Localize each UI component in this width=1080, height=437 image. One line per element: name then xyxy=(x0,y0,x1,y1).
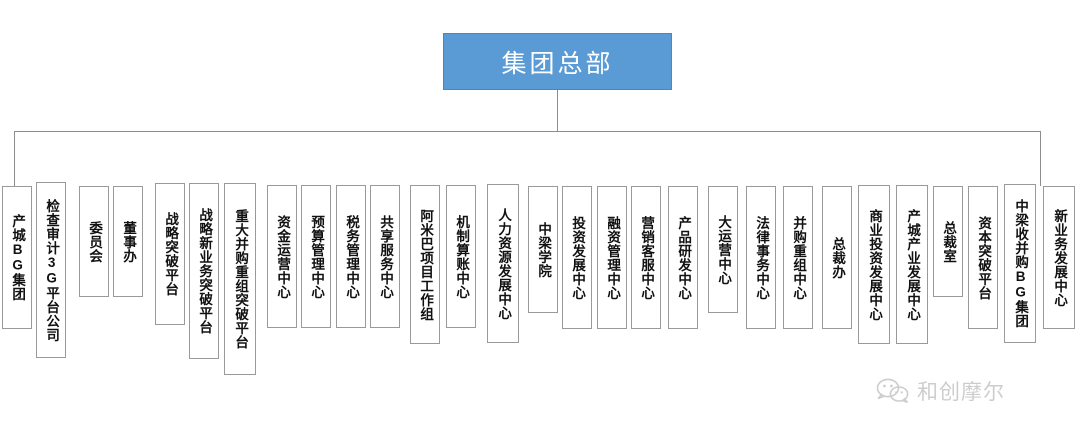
unit-box[interactable]: 预算管理中心 xyxy=(301,185,331,328)
unit-box[interactable]: 融资管理中心 xyxy=(597,186,627,329)
headquarters-box[interactable]: 集团总部 xyxy=(443,33,672,90)
unit-box[interactable]: 中梁收并购BG集团 xyxy=(1004,184,1036,343)
unit-box[interactable]: 产城BG集团 xyxy=(2,186,32,329)
unit-label: 大运营中心 xyxy=(716,214,732,285)
unit-label: 法律事务中心 xyxy=(754,215,770,300)
unit-label: 投资发展中心 xyxy=(570,215,586,300)
unit-box[interactable]: 产品研发中心 xyxy=(668,186,698,329)
unit-box[interactable]: 新业务发展中心 xyxy=(1043,186,1075,329)
unit-label: 董事办 xyxy=(121,220,137,263)
unit-box[interactable]: 人力资源发展中心 xyxy=(487,184,519,343)
unit-label: 税务管理中心 xyxy=(344,214,360,299)
connector-hq-stem xyxy=(557,90,558,131)
unit-box[interactable]: 产城产业发展中心 xyxy=(896,185,928,344)
unit-box[interactable]: 委员会 xyxy=(79,186,109,297)
unit-label: 商业投资发展中心 xyxy=(867,208,883,321)
unit-label: 阿米巴项目工作组 xyxy=(418,208,434,321)
unit-box[interactable]: 税务管理中心 xyxy=(336,185,366,328)
unit-box[interactable]: 商业投资发展中心 xyxy=(858,185,890,344)
unit-label: 总裁室 xyxy=(941,220,957,263)
unit-box[interactable]: 投资发展中心 xyxy=(562,186,592,329)
unit-label: 产品研发中心 xyxy=(676,215,692,300)
unit-box[interactable]: 战略突破平台 xyxy=(155,183,185,325)
unit-label: 营销客服中心 xyxy=(639,215,655,300)
unit-box[interactable]: 总裁办 xyxy=(822,186,852,329)
unit-box[interactable]: 法律事务中心 xyxy=(746,186,776,329)
unit-label: 共享服务中心 xyxy=(378,214,394,299)
connector-bus xyxy=(14,131,1040,132)
unit-box[interactable]: 总裁室 xyxy=(933,186,963,297)
unit-box[interactable]: 资金运营中心 xyxy=(267,185,297,328)
headquarters-label: 集团总部 xyxy=(501,49,614,78)
unit-label: 战略新业务突破平台 xyxy=(197,208,213,334)
unit-box[interactable]: 重大并购重组突破平台 xyxy=(224,183,256,375)
unit-label: 机制算账中心 xyxy=(454,214,470,299)
unit-box[interactable]: 资本突破平台 xyxy=(968,186,998,329)
unit-box[interactable]: 战略新业务突破平台 xyxy=(189,183,219,359)
unit-label: 产城产业发展中心 xyxy=(905,208,921,321)
unit-box[interactable]: 共享服务中心 xyxy=(370,185,400,328)
unit-box[interactable]: 中梁学院 xyxy=(528,186,558,313)
unit-label: 中梁学院 xyxy=(536,221,552,278)
unit-label: 资金运营中心 xyxy=(275,214,291,299)
unit-label: 产城BG集团 xyxy=(10,214,26,301)
connector-left-drop xyxy=(14,131,15,186)
unit-label: 融资管理中心 xyxy=(605,215,621,300)
unit-label: 人力资源发展中心 xyxy=(496,207,512,320)
unit-box[interactable]: 大运营中心 xyxy=(708,186,738,313)
unit-box[interactable]: 营销客服中心 xyxy=(631,186,661,329)
unit-label: 检查审计3G平台公司 xyxy=(44,198,60,342)
unit-label: 预算管理中心 xyxy=(309,214,325,299)
connector-right-drop xyxy=(1040,131,1041,186)
unit-label: 战略突破平台 xyxy=(163,212,179,296)
unit-label: 并购重组中心 xyxy=(791,215,807,300)
unit-label: 重大并购重组突破平台 xyxy=(233,209,249,349)
unit-box[interactable]: 并购重组中心 xyxy=(783,186,813,329)
unit-label: 资本突破平台 xyxy=(976,215,992,300)
unit-box[interactable]: 董事办 xyxy=(113,186,143,297)
unit-label: 新业务发展中心 xyxy=(1052,208,1068,307)
unit-box[interactable]: 阿米巴项目工作组 xyxy=(410,185,440,344)
unit-label: 总裁办 xyxy=(830,236,846,279)
unit-box[interactable]: 机制算账中心 xyxy=(446,185,476,328)
unit-box[interactable]: 检查审计3G平台公司 xyxy=(36,182,66,358)
unit-label: 中梁收并购BG集团 xyxy=(1013,199,1029,328)
unit-label: 委员会 xyxy=(87,220,103,263)
